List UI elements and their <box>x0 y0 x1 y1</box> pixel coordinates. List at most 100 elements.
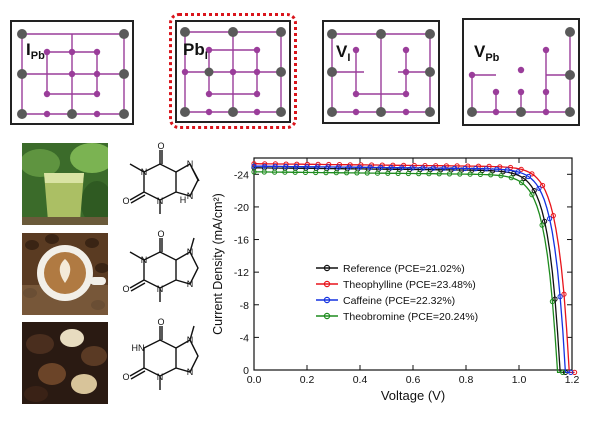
jv-marker-2 <box>525 173 532 180</box>
legend-entry-0: Reference (PCE=21.02%) <box>343 263 465 275</box>
jv-marker-3 <box>302 169 309 175</box>
jv-marker-3 <box>251 169 257 175</box>
svg-text:O: O <box>157 141 164 151</box>
svg-text:N: N <box>187 367 194 377</box>
jv-marker-3 <box>477 171 483 177</box>
svg-text:N: N <box>141 255 148 265</box>
y-axis-label: Current Density (mA/cm²) <box>211 193 225 335</box>
jv-marker-1 <box>518 166 524 172</box>
jv-marker-3 <box>457 171 463 177</box>
jv-marker-2 <box>283 163 289 170</box>
jv-marker-0 <box>521 175 527 182</box>
y-tick-label: -8 <box>240 300 249 312</box>
jv-marker-3 <box>426 171 432 177</box>
svg-text:O: O <box>122 196 129 206</box>
jv-marker-3 <box>272 169 278 175</box>
jv-marker-3 <box>344 170 350 176</box>
jv-marker-2 <box>357 164 363 170</box>
svg-text:O: O <box>157 229 164 239</box>
jv-marker-3 <box>405 170 411 177</box>
legend-entry-2: Caffeine (PCE=22.32%) <box>343 295 455 307</box>
jv-marker-2 <box>335 164 341 170</box>
jv-marker-0 <box>531 188 537 194</box>
y-tick-label: -24 <box>234 169 249 181</box>
jv-marker-2 <box>462 165 468 172</box>
jv-marker-3 <box>374 170 381 176</box>
jv-marker-3 <box>333 170 339 176</box>
jv-marker-1 <box>507 164 514 171</box>
jv-marker-2 <box>409 165 415 171</box>
green-tea-photo <box>22 143 108 225</box>
x-tick-label: 0.8 <box>459 374 474 386</box>
jv-marker-3 <box>436 171 442 177</box>
legend-marker-3 <box>323 312 331 320</box>
jv-marker-3 <box>446 171 453 177</box>
jv-marker-2 <box>251 163 257 169</box>
jv-marker-2 <box>515 169 521 175</box>
jv-marker-3 <box>529 192 535 198</box>
y-tick-label: -20 <box>234 202 249 214</box>
jv-marker-2 <box>452 165 458 171</box>
jv-marker-3 <box>488 172 494 178</box>
jv-marker-2 <box>536 185 542 191</box>
x-tick-label: 0.4 <box>353 374 368 386</box>
jv-marker-2 <box>293 164 299 170</box>
jv-marker-2 <box>304 164 310 170</box>
jv-marker-2 <box>272 163 278 169</box>
svg-text:N: N <box>141 167 148 177</box>
jv-marker-3 <box>539 222 545 228</box>
jv-marker-2 <box>441 165 447 171</box>
jv-marker-2 <box>346 164 352 170</box>
jv-marker-2 <box>367 164 373 170</box>
lattice-vi <box>327 29 435 117</box>
chocolate-photo <box>22 322 108 404</box>
svg-text:N: N <box>157 372 164 382</box>
jv-marker-2 <box>314 164 320 170</box>
x-tick-label: 0.6 <box>406 374 421 386</box>
jv-marker-3 <box>519 179 525 186</box>
defect-panel-ipb: IPb <box>10 20 134 125</box>
jv-marker-2 <box>262 163 268 169</box>
jv-marker-3 <box>395 170 401 176</box>
jv-marker-2 <box>325 164 331 170</box>
jv-marker-0 <box>542 218 548 224</box>
jv-marker-3 <box>354 170 360 176</box>
jv-marker-3 <box>364 170 370 176</box>
lattice-vpb <box>467 27 575 117</box>
jv-marker-3 <box>385 170 391 176</box>
svg-text:N: N <box>187 191 194 201</box>
jv-marker-1 <box>529 171 535 177</box>
jv-marker-1 <box>550 213 556 219</box>
jv-marker-2 <box>494 166 500 172</box>
jv-marker-2 <box>473 166 479 172</box>
highlighted-defect-frame <box>169 13 297 129</box>
y-tick-label: -16 <box>234 235 249 247</box>
defect-panel-vpb: VPb <box>462 18 580 126</box>
jv-marker-2 <box>557 294 563 300</box>
jv-marker-3 <box>313 169 319 176</box>
jv-marker-2 <box>568 369 574 375</box>
jv-marker-3 <box>282 169 288 175</box>
svg-text:N: N <box>187 159 194 169</box>
y-tick-label: -12 <box>234 267 249 279</box>
coffee-photo <box>22 233 108 315</box>
x-tick-label: 1.2 <box>565 374 580 386</box>
jv-marker-3 <box>261 169 267 175</box>
svg-text:O: O <box>157 317 164 327</box>
jv-marker-2 <box>547 216 553 222</box>
jv-marker-3 <box>292 169 298 175</box>
x-axis-label: Voltage (V) <box>381 388 445 403</box>
jv-marker-2 <box>483 166 489 172</box>
jv-marker-2 <box>430 165 436 171</box>
svg-text:O: O <box>122 372 129 382</box>
svg-text:N: N <box>157 284 164 294</box>
y-tick-label: -4 <box>240 332 249 344</box>
y-tick-label: 0 <box>243 365 249 377</box>
lattice-pbi <box>180 27 286 117</box>
jv-marker-3 <box>416 171 422 177</box>
svg-text:O: O <box>122 284 129 294</box>
jv-marker-3 <box>508 175 514 181</box>
